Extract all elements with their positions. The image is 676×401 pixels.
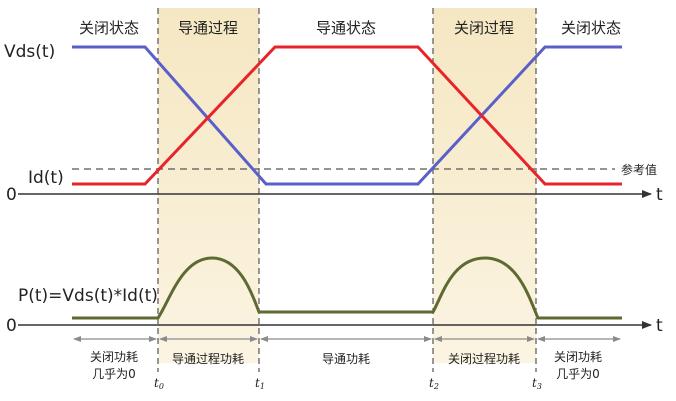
- loss-label-off-1-line1: 关闭功耗: [90, 350, 138, 364]
- vds-label: Vds(t): [4, 42, 55, 62]
- phase-label-turn-on: 导通过程: [178, 19, 238, 37]
- loss-label-off-2-line2: 几乎为0: [556, 367, 600, 381]
- phase-label-off-2: 关闭状态: [561, 19, 621, 37]
- id-label: Id(t): [28, 168, 64, 188]
- loss-label-turn-off: 关闭过程功耗: [448, 351, 520, 366]
- bottom-axis-t-label: t: [656, 316, 663, 336]
- phase-label-turn-off: 关闭过程: [454, 19, 514, 37]
- top-axis-zero: 0: [6, 185, 17, 205]
- reference-label: 参考值: [621, 162, 657, 177]
- power-label: P(t)=Vds(t)*Id(t): [18, 286, 158, 306]
- id-curve: [72, 45, 622, 186]
- loss-label-off-1-line2: 几乎为0: [92, 367, 136, 381]
- time-marker-t2: t2: [429, 376, 439, 391]
- phase-label-on: 导通状态: [316, 19, 376, 37]
- time-marker-t1: t1: [255, 376, 265, 391]
- top-axis-t-label: t: [656, 185, 663, 205]
- loss-label-on: 导通功耗: [322, 352, 370, 366]
- loss-label-off-2-line1: 关闭功耗: [554, 350, 602, 364]
- bottom-axis-zero: 0: [6, 316, 17, 336]
- turn-off-transition-band: [433, 8, 536, 363]
- vds-curve: [72, 45, 622, 186]
- loss-label-turn-on: 导通过程功耗: [172, 351, 244, 366]
- time-marker-t3: t3: [532, 376, 542, 391]
- turn-on-transition-band: [158, 8, 259, 363]
- time-marker-t0: t0: [154, 376, 164, 391]
- phase-label-off-1: 关闭状态: [79, 19, 139, 37]
- power-curve: [72, 256, 622, 320]
